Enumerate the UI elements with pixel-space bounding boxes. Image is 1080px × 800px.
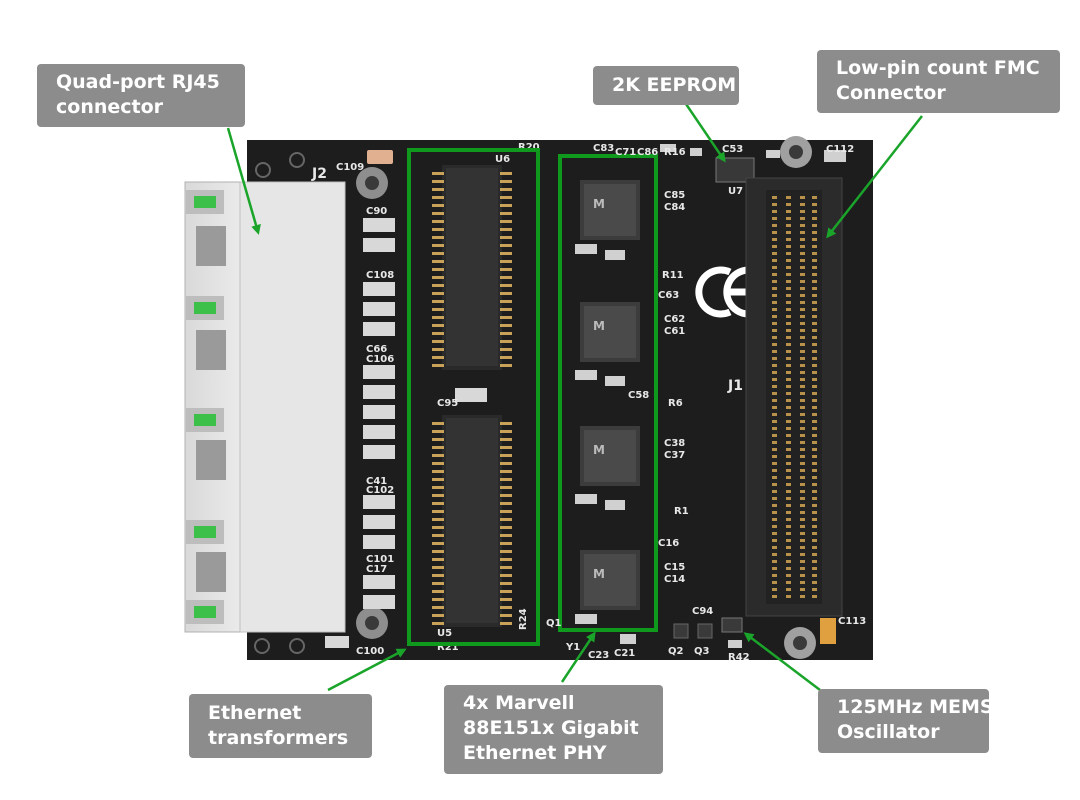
transformer-pins — [432, 172, 512, 625]
silk-c71: C71 — [615, 147, 636, 158]
silk-c37: C37 — [664, 450, 685, 461]
silk-u5: U5 — [437, 628, 452, 639]
silk-r1: R1 — [674, 506, 689, 517]
callout-osc-line1: 125MHz MEMS — [837, 696, 989, 718]
mounting-screw — [356, 607, 388, 639]
silk-r24: R24 — [518, 608, 529, 630]
silk-c38: C38 — [664, 438, 685, 449]
phy-chip-3: M — [580, 426, 640, 486]
fmc-arrow — [826, 115, 923, 239]
marvell-logo-icon: M — [593, 567, 605, 581]
silk-c112: C112 — [826, 144, 854, 155]
transformer-u5 — [442, 415, 502, 627]
silk-c53: C53 — [722, 144, 743, 155]
transformer-u6 — [442, 165, 502, 370]
silk-r16: R16 — [664, 147, 686, 158]
silk-c61: C61 — [664, 326, 685, 337]
silk-c84: C84 — [664, 202, 685, 213]
eeprom-arrow — [684, 103, 726, 163]
silk-c17: C17 — [366, 564, 387, 575]
marvell-logo-icon: M — [593, 197, 605, 211]
silk-c106: C106 — [366, 354, 394, 365]
silk-c41: C41 — [366, 476, 387, 487]
silk-c100: C100 — [356, 646, 384, 657]
callout-rj45-line2: connector — [56, 96, 164, 118]
callout-fmc-line1: Low-pin count FMC — [836, 57, 1040, 79]
callout-phy-line1: 4x Marvell — [463, 692, 575, 714]
mounting-screw — [780, 136, 812, 168]
mounting-screw — [356, 167, 388, 199]
phy-chip-2: M — [580, 302, 640, 362]
marvell-logo-icon: M — [593, 319, 605, 333]
passive-components-left — [325, 150, 395, 648]
silk-c95: C95 — [437, 398, 458, 409]
callout-transformers-line1: Ethernet — [208, 702, 302, 724]
silk-y1: Y1 — [565, 642, 580, 653]
phy-chip-1: M — [580, 180, 640, 240]
callout-eeprom-line1: 2K EEPROM — [612, 74, 737, 96]
callout-eeprom: 2K EEPROM — [593, 66, 739, 105]
phy-chip-4: M — [580, 550, 640, 610]
silk-c113: C113 — [838, 616, 866, 627]
silk-c101: C101 — [366, 554, 394, 565]
transformer-highlight-box — [407, 148, 540, 646]
silk-c102: C102 — [366, 485, 394, 496]
callout-osc: 125MHz MEMS Oscillator — [818, 689, 989, 753]
silk-c62: C62 — [664, 314, 685, 325]
silk-c15: C15 — [664, 562, 685, 573]
phy-highlight-box — [558, 154, 658, 632]
rj45-connector — [184, 181, 346, 633]
silk-r11: R11 — [662, 270, 684, 281]
silk-c90: C90 — [366, 206, 387, 217]
marvell-logo-icon: M — [593, 443, 605, 457]
silk-c23: C23 — [588, 650, 609, 661]
silk-c63: C63 — [658, 290, 679, 301]
silk-c94: C94 — [692, 606, 713, 617]
callout-phy-line2: 88E151x Gigabit — [463, 717, 639, 739]
silk-c16: C16 — [658, 538, 679, 549]
silk-c58: C58 — [628, 390, 649, 401]
mounting-screw — [784, 627, 816, 659]
silk-u7: U7 — [728, 186, 743, 197]
silk-u6: U6 — [495, 154, 510, 165]
silk-j2: J2 — [311, 166, 327, 182]
silk-c83: C83 — [593, 143, 614, 154]
callout-fmc-line2: Connector — [836, 82, 946, 104]
silk-r6: R6 — [668, 398, 683, 409]
silk-c109: C109 — [336, 162, 364, 173]
silk-r42: R42 — [728, 652, 750, 663]
callout-fmc: Low-pin count FMC Connector — [817, 50, 1060, 113]
callout-phy: 4x Marvell 88E151x Gigabit Ethernet PHY — [444, 685, 663, 774]
silk-r20: R20 — [518, 142, 540, 153]
callout-phy-line3: Ethernet PHY — [463, 742, 607, 764]
callout-rj45: Quad-port RJ45 connector — [37, 64, 245, 127]
silk-q2: Q2 — [668, 646, 684, 657]
silk-c108: C108 — [366, 270, 394, 281]
transistors — [673, 623, 713, 639]
silk-j1: J1 — [727, 378, 743, 394]
transformers-arrow — [327, 648, 407, 692]
rj45-arrow — [226, 127, 261, 235]
passive-components-phy — [575, 144, 702, 644]
osc-arrow — [743, 632, 821, 691]
silk-c86: C86 — [637, 147, 658, 158]
silk-q1: Q1 — [546, 618, 562, 629]
phy-arrow — [560, 631, 596, 683]
fmc-connector — [745, 177, 843, 617]
silk-c21: C21 — [614, 648, 635, 659]
callout-osc-line2: Oscillator — [837, 721, 940, 743]
silk-r21: R21 — [437, 642, 459, 653]
callout-transformers: Ethernet transformers — [189, 694, 372, 758]
callout-transformers-line2: transformers — [208, 727, 349, 749]
silk-c14: C14 — [664, 574, 685, 585]
mems-oscillator — [721, 617, 743, 633]
silk-c85: C85 — [664, 190, 685, 201]
silk-c66: C66 — [366, 344, 387, 355]
callout-rj45-line1: Quad-port RJ45 — [56, 71, 220, 93]
silk-q3: Q3 — [694, 646, 710, 657]
